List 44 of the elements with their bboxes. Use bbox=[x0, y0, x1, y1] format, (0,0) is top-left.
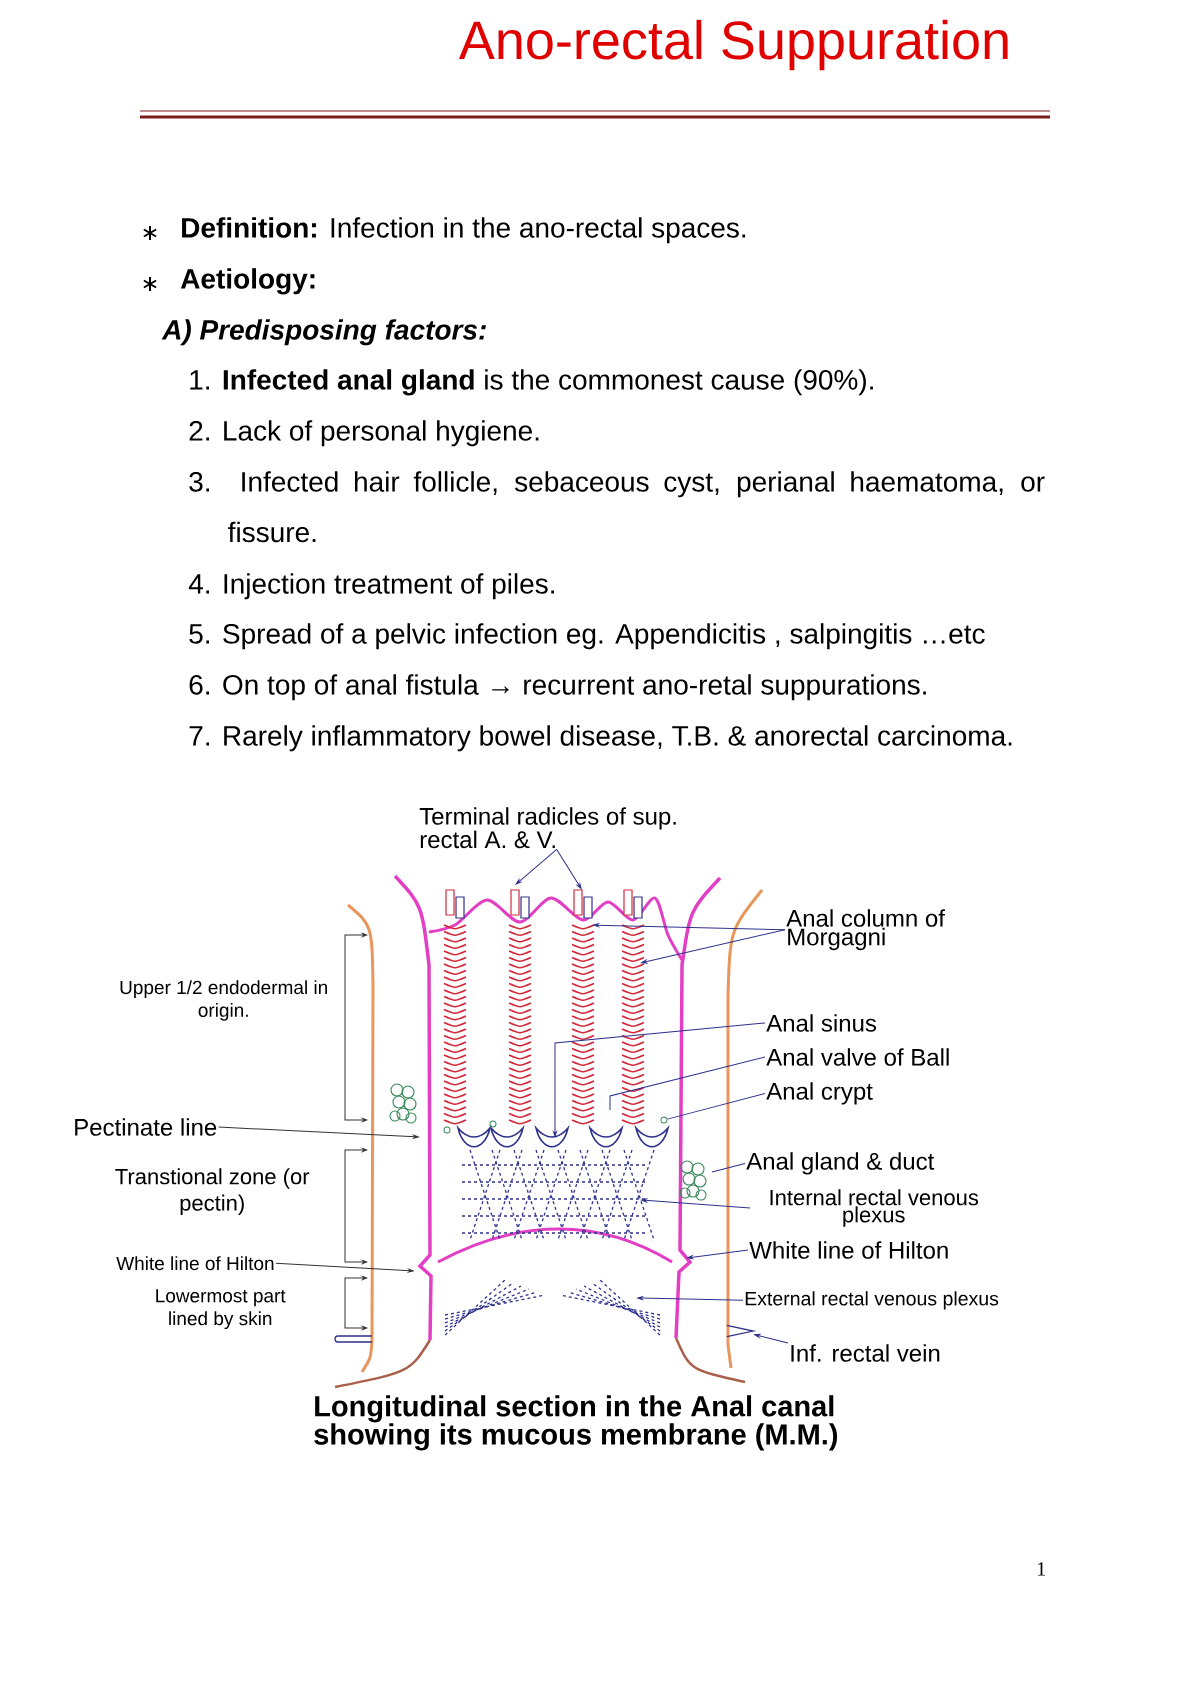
part-label: Lowermost part lined by skin bbox=[156, 1289, 286, 1329]
list-item: 3. Infected hair follicle, sebaceous cyst, perianal haematoma, or fissure. bbox=[189, 471, 1045, 543]
section-heading: Aetiology: bbox=[180, 268, 315, 295]
part-label: Internal rectal venous plexus bbox=[770, 1189, 979, 1227]
list-item: 4. Injection treatment of piles. bbox=[188, 573, 554, 600]
part-label: White line of Hilton bbox=[749, 1241, 948, 1259]
leader-line bbox=[275, 1262, 414, 1273]
part-label: Anal crypt bbox=[766, 1082, 873, 1105]
vein-drawing bbox=[726, 1324, 757, 1338]
leader-line bbox=[553, 1022, 766, 1137]
part-label: External rectal venous plexus bbox=[745, 1291, 999, 1310]
part-label: Upper 1/2 endodermal in origin. bbox=[120, 980, 327, 1021]
part-label: Anal gland & duct bbox=[746, 1152, 935, 1175]
list-item: 2. Lack of personal hygiene. bbox=[189, 420, 539, 447]
leader-line bbox=[556, 848, 582, 890]
part-label: White line of Hilton bbox=[116, 1256, 274, 1271]
page-number: 1 bbox=[1037, 1562, 1045, 1576]
list-item: 7. Rarely inflammatory bowel disease, T.B. & anorectal carcinoma. bbox=[189, 725, 1012, 752]
definition-text: Definition: Infection in the ano-rectal spaces. bbox=[182, 217, 746, 244]
figure-caption: Longitudinal section in the Anal canal showing its mucous membrane (M.M.) bbox=[314, 1395, 838, 1451]
list-item: 5. Spread of a pelvic infection eg. Appendicitis , salpingitis …etc bbox=[189, 623, 985, 650]
leader-line bbox=[641, 929, 786, 964]
leader-line bbox=[218, 1126, 419, 1139]
part-label: Terminal radicles of sup. rectal A. & V. bbox=[419, 807, 676, 849]
leader-line bbox=[711, 1162, 746, 1173]
subheading: A) Predisposing factors: bbox=[161, 319, 486, 346]
leader-line bbox=[687, 1249, 749, 1260]
leader-line bbox=[666, 1092, 766, 1120]
list-item: 6. On top of anal fistula → recurrent ano-retal suppurations. bbox=[189, 674, 926, 701]
leader-line bbox=[641, 1198, 751, 1209]
leader-line bbox=[754, 1333, 789, 1344]
part-label: Transtional zone (or pectin) bbox=[115, 1168, 310, 1216]
part-label: Pectinate line bbox=[75, 1118, 217, 1136]
page-title: Ano-rectal Suppuration bbox=[458, 19, 1008, 71]
leader-line bbox=[609, 1056, 766, 1111]
part-label: Anal sinus bbox=[766, 1014, 877, 1032]
leader-line bbox=[637, 1296, 744, 1301]
list-item: 1. Infected anal gland is the commonest cause (90%). bbox=[190, 369, 873, 396]
crypt-opening bbox=[660, 1116, 668, 1124]
part-label: Anal valve of Ball bbox=[766, 1048, 949, 1066]
part-label: Anal column of Morgagni bbox=[786, 909, 945, 951]
leader-line bbox=[593, 923, 786, 931]
part-label: Inf. rectal vein bbox=[791, 1344, 940, 1362]
leader-line bbox=[515, 848, 558, 885]
